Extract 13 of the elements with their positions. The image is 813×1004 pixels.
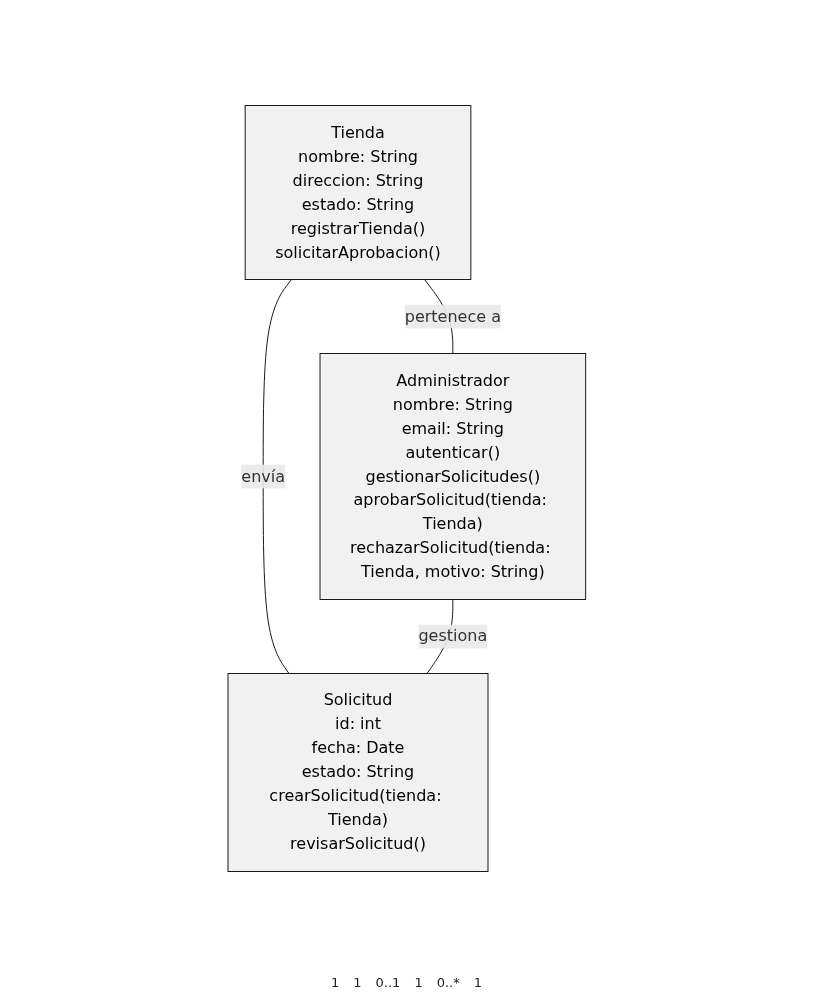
multiplicity-label: 1: [353, 975, 362, 990]
edge-label: pertenece a: [404, 306, 501, 326]
connector: [262, 279, 292, 674]
node-box: Administrador nombre: String email: String autenticar() gestionarSolicitudes() aprobarSolicitud(tienda: Tienda) rechazarSolicitud(tienda: Tienda, motivo: String): [319, 353, 586, 600]
multiplicity-label: 1: [414, 975, 423, 990]
multiplicity-label: 1: [331, 975, 340, 990]
multiplicity-label: 1: [473, 975, 482, 990]
node-box: Solicitud id: int fecha: Date estado: String crearSolicitud(tienda: Tienda) revisarSolicitud(): [227, 673, 489, 872]
edge-label: envía: [240, 466, 285, 486]
edge-label: gestiona: [418, 626, 487, 646]
multiplicity-label: 0..1: [375, 975, 401, 990]
multiplicity-label: 0..*: [436, 975, 460, 990]
node-box: Tienda nombre: String direccion: String estado: String registrarTienda() solicitarAprobacion(): [244, 105, 471, 280]
